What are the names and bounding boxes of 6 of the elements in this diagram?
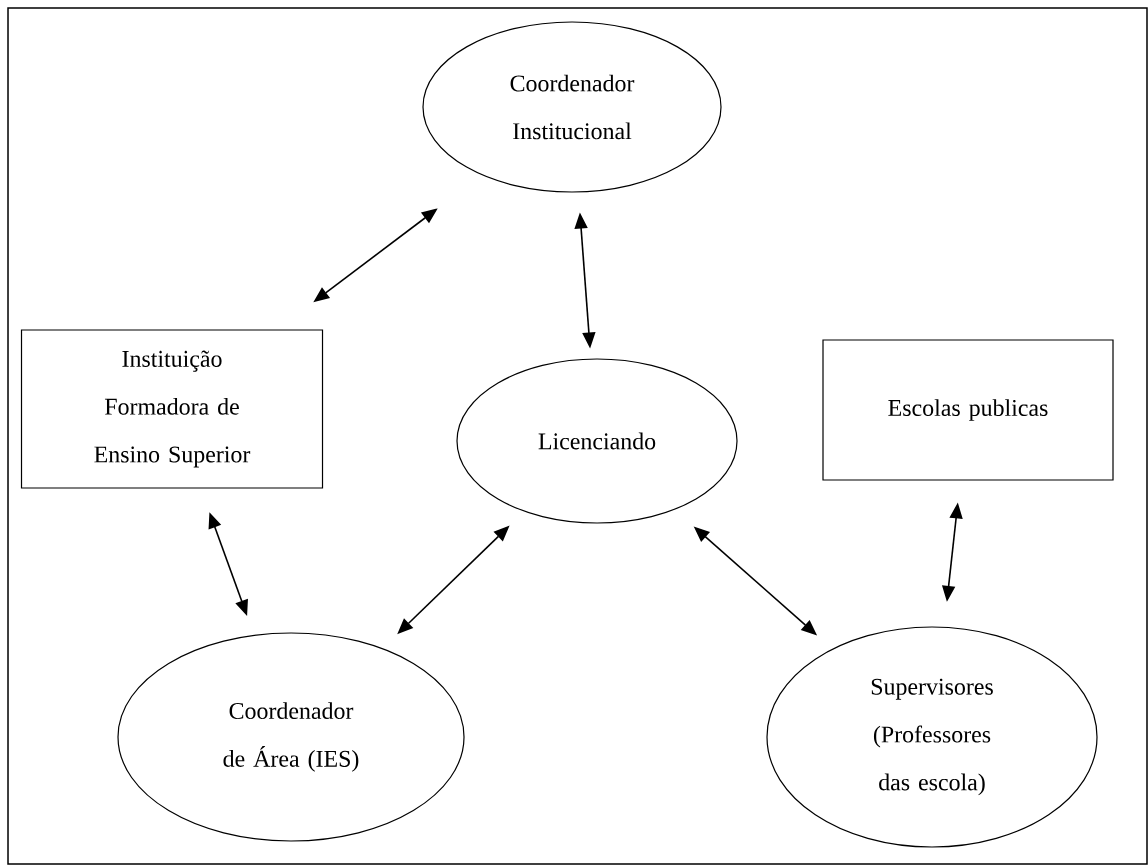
ellipse-node: Coordenador Institucional [422, 21, 722, 193]
ellipse-node: Coordenador de Área (IES) [117, 632, 465, 842]
ellipse-node: Licenciando [456, 358, 738, 524]
ellipse-node: Supervisores (Professores das escola) [766, 626, 1098, 848]
process-box: Escolas publicas [822, 339, 1114, 481]
process-box: Instituição Formadora de Ensino Superior [20, 329, 324, 489]
